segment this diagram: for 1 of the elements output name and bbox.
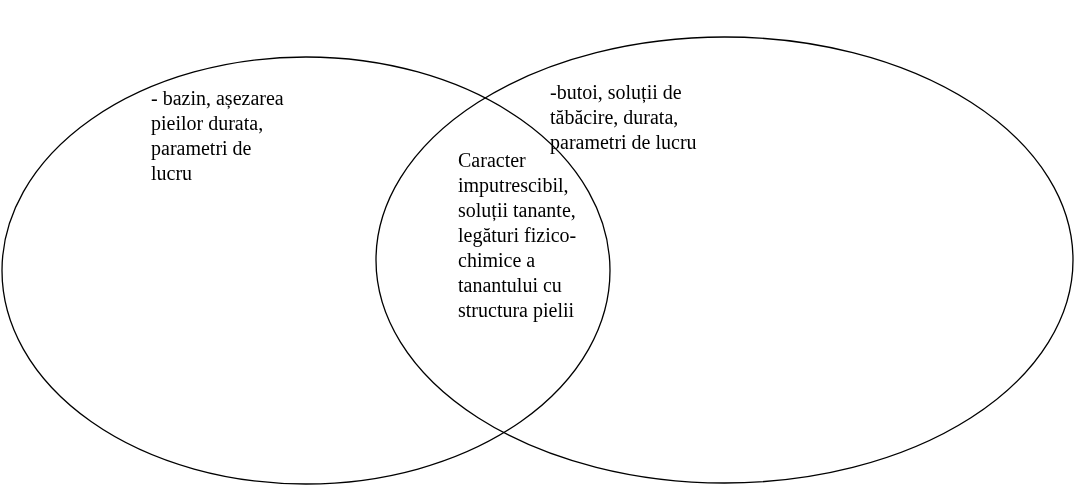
set-description: - bazin, așezarea pieilor durata, parametri de lucru [151, 86, 285, 186]
